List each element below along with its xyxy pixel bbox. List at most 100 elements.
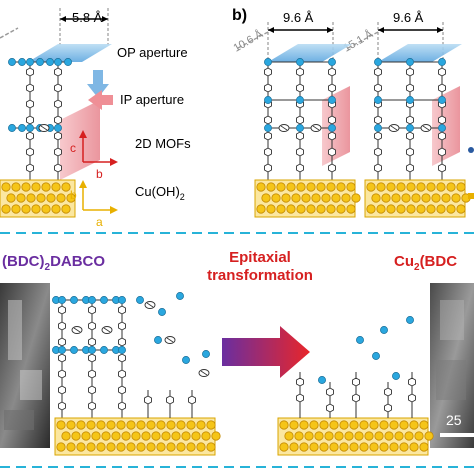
ip-aperture-plane: [60, 100, 100, 180]
linker-columns-b: [264, 58, 446, 180]
cu-atom: [334, 431, 344, 441]
cu-atom: [299, 442, 309, 452]
dabco-bond: [146, 302, 154, 308]
benzene-ring: [296, 115, 304, 125]
cu-atom: [446, 182, 456, 192]
title-left: (BDC)2DABCO: [2, 253, 105, 273]
node-atom: [118, 296, 126, 304]
cu-atom: [351, 193, 361, 203]
cu-atom: [46, 193, 56, 203]
cu-atom: [41, 182, 51, 192]
cu-atom: [156, 442, 166, 452]
cu-atom: [279, 420, 289, 430]
benzene-ring: [88, 385, 96, 395]
cu-atom: [389, 420, 399, 430]
cu-atom: [86, 420, 96, 430]
benzene-ring: [296, 131, 304, 141]
ip-aperture-plane-b1: [322, 86, 350, 166]
node-atom: [88, 346, 96, 354]
benzene-ring: [406, 163, 414, 173]
cu-atom: [326, 204, 336, 214]
cu-atom: [151, 431, 161, 441]
cu-atom: [409, 420, 419, 430]
cu-atom: [1, 182, 11, 192]
cu-atom: [51, 204, 61, 214]
benzene-ring: [88, 369, 96, 379]
cu-atom: [16, 193, 26, 203]
transformation-line1: Epitaxial: [229, 249, 291, 266]
benzene-ring: [26, 147, 34, 157]
op-aperture-plane-b1: [268, 44, 352, 62]
benzene-ring: [88, 401, 96, 411]
legend-op-aperture: OP aperture: [117, 45, 188, 60]
benzene-ring: [328, 115, 336, 125]
cu-atom: [309, 420, 319, 430]
dabco-bond: [312, 125, 320, 131]
benzene-ring: [166, 395, 174, 405]
benzene-ring: [264, 163, 272, 173]
node-atom: [296, 124, 304, 132]
benzene-ring: [438, 83, 446, 93]
cu-atom: [374, 431, 384, 441]
cu-atom: [344, 431, 354, 441]
cu-atom: [329, 442, 339, 452]
cu-atom: [349, 420, 359, 430]
cu-atom: [76, 420, 86, 430]
benzene-ring: [406, 67, 414, 77]
node-atom: [64, 58, 72, 66]
cu-atom: [436, 182, 446, 192]
cu-node-new: [380, 326, 388, 334]
node-atom: [328, 58, 336, 66]
cu-atom: [401, 193, 411, 203]
benzene-ring: [58, 321, 66, 331]
cu-atom: [456, 204, 466, 214]
cu-atom: [371, 193, 381, 203]
cu-atom: [319, 442, 329, 452]
node-atom: [46, 58, 54, 66]
cu-atom: [96, 420, 106, 430]
cu-atom: [419, 420, 429, 430]
cu-atom: [409, 442, 419, 452]
released-cu: [136, 296, 144, 304]
benzene-ring: [296, 393, 304, 403]
benzene-ring: [118, 353, 126, 363]
cu-atom: [196, 420, 206, 430]
benzene-ring: [264, 83, 272, 93]
benzene-ring: [54, 115, 62, 125]
cu-atom: [396, 182, 406, 192]
cu-atom: [366, 204, 376, 214]
node-atom: [58, 346, 66, 354]
cu-atom: [376, 204, 386, 214]
axes-b-a: b a: [70, 180, 118, 229]
cu-atom: [91, 431, 101, 441]
cu-atom: [346, 182, 356, 192]
cu-atom: [11, 204, 21, 214]
dabco-bond: [166, 337, 174, 343]
cu-atom: [354, 431, 364, 441]
cu-atom: [316, 182, 326, 192]
benzene-ring: [264, 147, 272, 157]
cu-atom: [146, 442, 156, 452]
panel-a: 5.8 Å OP aperture IP aperture c b 2D MOF…: [0, 8, 191, 229]
node-atom: [406, 58, 414, 66]
cu-atom: [314, 431, 324, 441]
scale-bar: [440, 433, 474, 437]
node-atom: [264, 58, 272, 66]
dabco-bond: [103, 327, 111, 333]
node-atom: [70, 296, 78, 304]
node-atom: [18, 124, 26, 132]
cu-atom: [31, 182, 41, 192]
op-aperture-plane: [28, 44, 112, 62]
benzene-ring: [296, 163, 304, 173]
legend-2d-mofs: 2D MOFs: [135, 136, 191, 151]
cu-node-new: [406, 316, 414, 324]
cu-oh2-substrate-b: [254, 179, 471, 218]
cu-atom: [346, 204, 356, 214]
cu-atom: [386, 182, 396, 192]
benzene-ring: [88, 305, 96, 315]
benzene-ring: [54, 147, 62, 157]
benzene-ring: [326, 403, 334, 413]
cu-atom: [379, 442, 389, 452]
cu-atom: [66, 420, 76, 430]
cu-atom: [261, 193, 271, 203]
